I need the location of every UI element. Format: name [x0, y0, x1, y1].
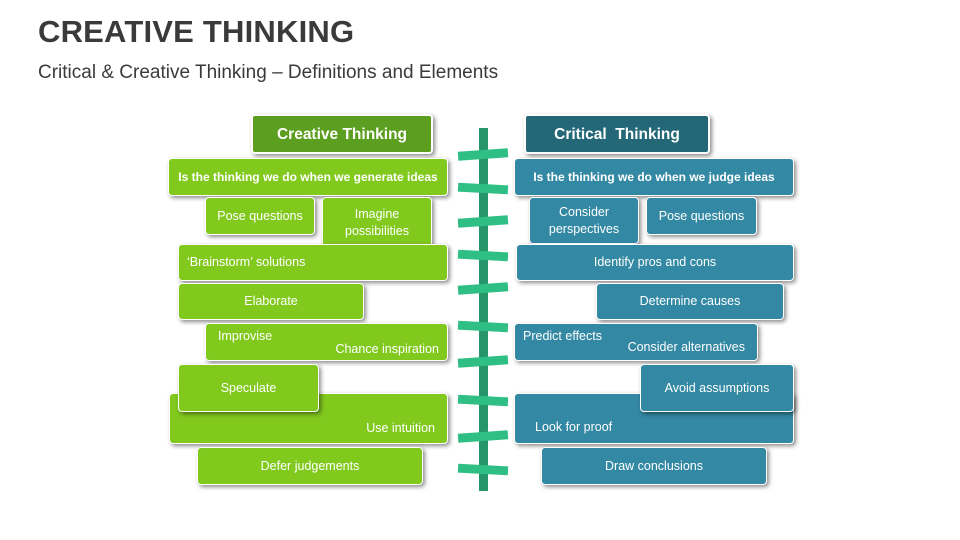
- critical-item-avoid-assumptions: Avoid assumptions: [640, 364, 794, 412]
- creative-item-improvise: Improvise: [218, 329, 273, 343]
- creative-item-imagine-possibilities: Imagine possibilities: [322, 197, 432, 248]
- creative-item-brainstorm-label: ‘Brainstorm’ solutions: [187, 255, 306, 269]
- creative-definition: Is the thinking we do when we generate i…: [168, 158, 448, 196]
- creative-item-defer-judgements: Defer judgements: [197, 447, 423, 485]
- pole-strip: [457, 148, 509, 161]
- critical-item-look-for-proof-label: Look for proof: [535, 420, 613, 434]
- critical-item-pros-cons: Identify pros and cons: [516, 244, 794, 281]
- pole-strip: [457, 394, 509, 407]
- pole-strip: [457, 463, 509, 476]
- critical-item-draw-conclusions: Draw conclusions: [541, 447, 767, 485]
- critical-item-predict-consider: Predict effects Consider alternatives: [514, 323, 758, 361]
- center-pole: [479, 128, 488, 491]
- creative-item-speculate: Speculate: [178, 364, 319, 412]
- critical-item-pose-questions: Pose questions: [646, 197, 757, 235]
- critical-item-determine-causes: Determine causes: [596, 283, 784, 320]
- critical-thinking-header: Critical Thinking: [524, 114, 710, 154]
- critical-item-consider-alternatives: Consider alternatives: [627, 340, 745, 354]
- creative-item-improvise-chance: Improvise Chance inspiration: [205, 323, 448, 361]
- pole-strip: [457, 215, 509, 228]
- pole-strip: [457, 430, 509, 443]
- creative-item-chance-inspiration: Chance inspiration: [335, 342, 439, 356]
- pole-strip: [457, 182, 509, 195]
- pole-strip: [457, 320, 509, 333]
- creative-item-pose-questions: Pose questions: [205, 197, 315, 235]
- critical-definition: Is the thinking we do when we judge idea…: [514, 158, 794, 196]
- critical-item-predict-effects: Predict effects: [523, 329, 602, 343]
- creative-item-use-intuition-label: Use intuition: [366, 421, 435, 435]
- critical-item-consider-perspectives: Consider perspectives: [529, 197, 639, 244]
- pole-strip: [457, 355, 509, 368]
- creative-item-elaborate: Elaborate: [178, 283, 364, 320]
- page-subtitle: Critical & Creative Thinking – Definitio…: [38, 62, 499, 83]
- page-title: CREATIVE THINKING: [38, 14, 355, 49]
- pole-strip: [457, 249, 509, 262]
- pole-strip: [457, 282, 509, 295]
- creative-thinking-header: Creative Thinking: [251, 114, 433, 154]
- creative-item-brainstorm: ‘Brainstorm’ solutions: [178, 244, 448, 281]
